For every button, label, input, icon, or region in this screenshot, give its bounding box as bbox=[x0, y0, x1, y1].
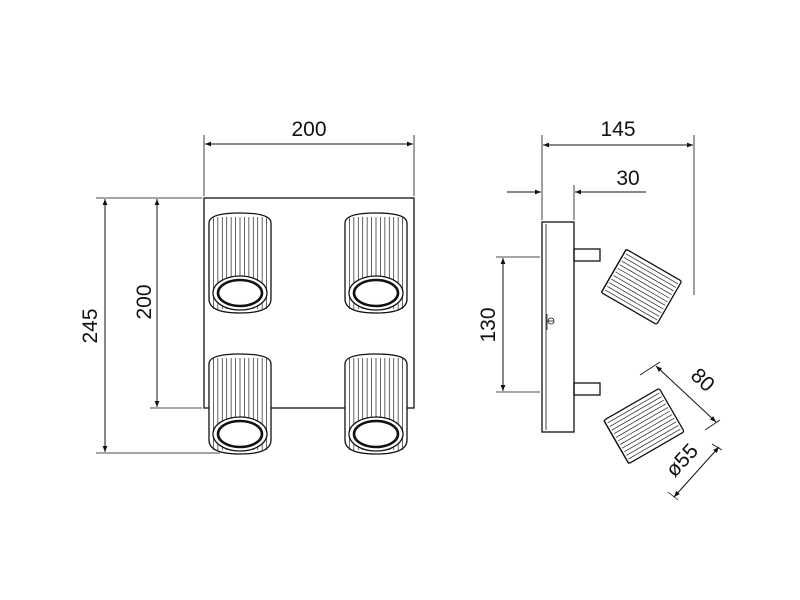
dim-height-plate-label: 200 bbox=[133, 284, 156, 319]
front-spot-2 bbox=[344, 212, 408, 314]
dim-spot-diameter-label: ø55 bbox=[661, 439, 703, 481]
dim-spot-spacing: 130 bbox=[477, 256, 540, 393]
dim-spot-spacing-label: 130 bbox=[477, 307, 500, 342]
dim-height-outer: 245 bbox=[79, 197, 220, 454]
dim-depth: 145 bbox=[541, 118, 695, 295]
dim-height-outer-label: 245 bbox=[79, 308, 102, 343]
dim-depth-label: 145 bbox=[600, 118, 635, 141]
side-plate bbox=[541, 221, 575, 433]
dim-width: 200 bbox=[203, 118, 415, 196]
dim-spot-length: 80 bbox=[639, 361, 721, 431]
dim-plate-offset-label: 30 bbox=[616, 167, 639, 190]
front-spot-1 bbox=[208, 212, 272, 314]
dim-width-label: 200 bbox=[291, 118, 326, 141]
side-spot-lower bbox=[573, 382, 685, 464]
side-view: 145 30 130 80 ø55 bbox=[477, 118, 723, 501]
front-spot-4 bbox=[344, 353, 408, 455]
front-spot-3 bbox=[208, 353, 272, 455]
side-spot-upper bbox=[573, 248, 682, 325]
dim-plate-offset: 30 bbox=[507, 167, 646, 220]
dim-spot-length-label: 80 bbox=[686, 364, 719, 397]
dim-height-plate: 200 bbox=[133, 199, 202, 409]
front-view: 200 245 200 bbox=[79, 118, 415, 455]
dim-spot-diameter: ø55 bbox=[661, 439, 723, 501]
